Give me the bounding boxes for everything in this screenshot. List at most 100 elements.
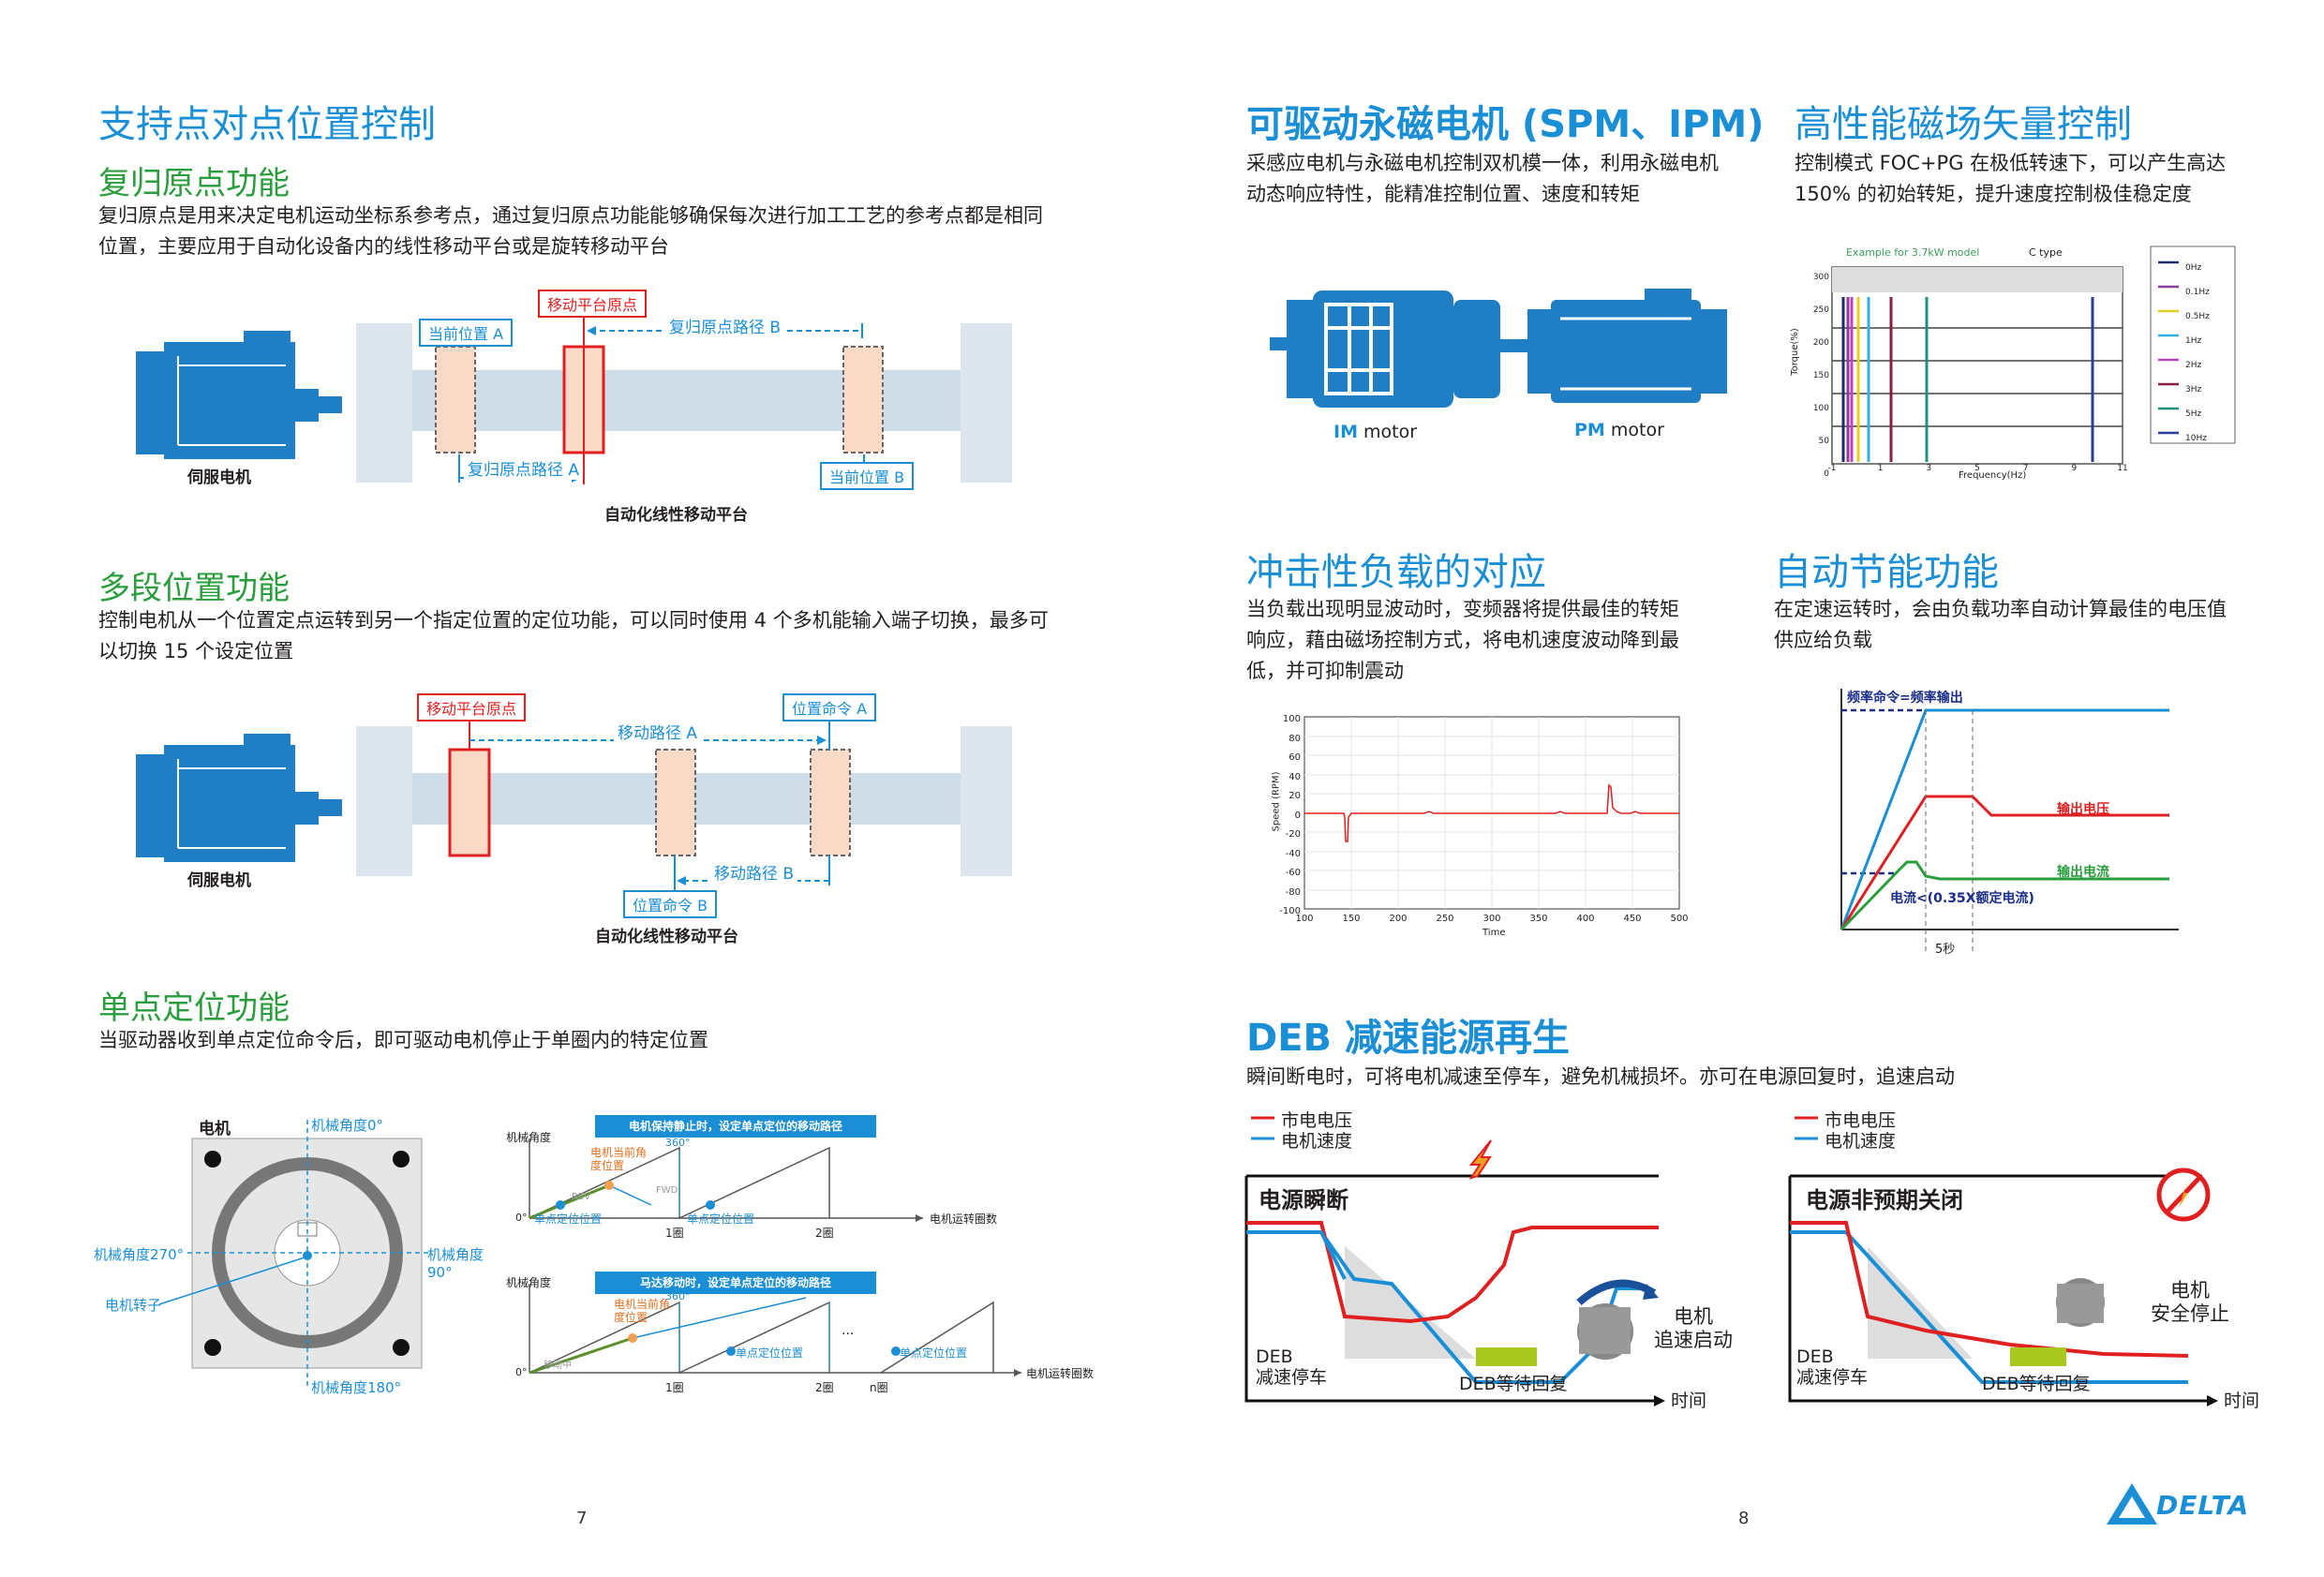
energy-diagram-graphic xyxy=(1840,689,2179,951)
deb-text: 瞬间断电时，可将电机减速至停车，避免机械损坏。亦可在电源回复时，追速启动 xyxy=(1246,1065,1955,1088)
deb-diagram-1: 市电电压 电机速度 电源瞬断 DEB 减速停车 DEB等待回复 时间 电机 追速… xyxy=(1242,1101,1743,1420)
deb2-wait-label: DEB等待回复 xyxy=(1982,1374,2091,1394)
torque-chart: Example for 3.7kW model C type Torque(%)… xyxy=(1790,239,2240,487)
tick-label: -60 xyxy=(1285,868,1301,878)
tick-label: 7 xyxy=(2022,464,2029,473)
graph1-ylabel: 机械角度 xyxy=(506,1131,552,1144)
deb2-title: 电源非预期关闭 xyxy=(1806,1187,1963,1213)
deb1-title: 电源瞬断 xyxy=(1259,1187,1348,1213)
tick-label: 50 xyxy=(1818,437,1829,446)
tick-label: 40 xyxy=(1289,771,1301,782)
tick-label: 450 xyxy=(1623,914,1642,924)
deb-title: DEB 减速能源再生 xyxy=(1246,1007,1570,1062)
tick-label: 150 xyxy=(1812,371,1829,380)
time-5s-label: 5秒 xyxy=(1935,943,1956,957)
tick-label: 200 xyxy=(1812,338,1829,348)
curr-note: 电流<(0.35X额定电流) xyxy=(1890,891,2034,906)
graph1-360: 360° xyxy=(665,1137,691,1149)
angle-90-label: 机械角度 90° xyxy=(427,1246,484,1281)
foc-text: 控制模式 FOC+PG 在极低转速下，可以产生高达150% 的初始转矩，提升速度… xyxy=(1795,152,2227,205)
graph1-single-pos-1: 单点定位位置 xyxy=(534,1213,603,1226)
graph1-xlabel: 电机运转圈数 xyxy=(930,1213,998,1226)
tick-label: 10Hz xyxy=(2185,434,2207,443)
homing-heading: 复归原点功能 xyxy=(98,165,290,202)
foc-title: 高性能磁场矢量控制 xyxy=(1795,103,2132,146)
tick-label: 400 xyxy=(1576,914,1595,924)
tick-label: 0 xyxy=(1824,469,1829,479)
multi-path-b-label: 移动路径 B xyxy=(710,860,798,884)
tick-label: 100 xyxy=(1812,404,1829,413)
deb1-legend-speed: 电机速度 xyxy=(1281,1131,1353,1152)
single-graphs-graphic xyxy=(529,1138,1021,1376)
graph1-rev: REV xyxy=(572,1192,591,1202)
pm-motors: IM motor PM motor xyxy=(1270,281,1738,450)
multi-heading: 多段位置功能 xyxy=(98,570,290,607)
graph1-title: 电机保持静止时，设定单点定位的移动路径 xyxy=(595,1115,876,1138)
graph1-single-pos-2: 单点定位位置 xyxy=(687,1213,755,1226)
homing-diagram: 当前位置 A 移动平台原点 复归原点路径 B 复归原点路径 A 当前位置 B 伺… xyxy=(131,286,1068,529)
tick-label: 80 xyxy=(1289,733,1301,744)
deb1-legend-voltage: 市电电压 xyxy=(1281,1110,1353,1131)
motors-graphic xyxy=(1270,289,1727,408)
tick-label: 350 xyxy=(1529,914,1548,924)
multi-origin-label: 移动平台原点 xyxy=(417,693,527,722)
graph1-turn1: 1圈 xyxy=(665,1227,684,1240)
tick-label: 3 xyxy=(1926,464,1932,473)
homing-path-b-label: 复归原点路径 B xyxy=(665,314,785,337)
homing-pos-a-label: 当前位置 A xyxy=(419,319,514,347)
im-motor-rest: motor xyxy=(1357,422,1418,442)
impact-title: 冲击性负载的对应 xyxy=(1246,551,1546,594)
deb-title-text: DEB 减速能源再生 xyxy=(1246,1017,1570,1060)
tick-label: 250 xyxy=(1812,305,1829,315)
delta-logo: DELTA xyxy=(2104,1480,2254,1527)
tick-label: 100 xyxy=(1282,714,1301,724)
tick-label: 500 xyxy=(1670,914,1689,924)
deb2-legend-voltage: 市电电压 xyxy=(1825,1110,1897,1131)
tick-label: 0 xyxy=(1294,810,1301,821)
motor-dial-graphic xyxy=(158,1120,431,1387)
deb2-time-label: 时间 xyxy=(2224,1391,2260,1411)
graph1-cur-angle: 电机当前角度位置 xyxy=(590,1146,648,1172)
deb1-wait-label: DEB等待回复 xyxy=(1459,1374,1568,1394)
graph2-turn1: 1圈 xyxy=(665,1381,684,1394)
torque-chart-note: Example for 3.7kW model xyxy=(1846,246,1980,259)
graph2-moving: 移动中 xyxy=(544,1361,572,1371)
tick-label: 300 xyxy=(1482,914,1501,924)
tick-label: 5 xyxy=(1974,464,1980,473)
page-title-left: 支持点对点位置控制 xyxy=(98,103,436,146)
homing-path-a-label: 复归原点路径 A xyxy=(464,456,584,480)
delta-triangle-icon xyxy=(2107,1483,2157,1525)
graph1-zero: 0° xyxy=(515,1212,528,1224)
tick-label: 5Hz xyxy=(2185,409,2202,419)
homing-motor-label: 伺服电机 xyxy=(187,469,251,487)
angle-270-label: 机械角度270° xyxy=(94,1246,185,1263)
multi-diagram-graphic xyxy=(136,717,1012,890)
angle-180-label: 机械角度180° xyxy=(311,1379,402,1396)
pm-motor-label: PM motor xyxy=(1574,420,1664,440)
tick-label: 3Hz xyxy=(2185,385,2202,394)
graph1-turn2: 2圈 xyxy=(815,1227,834,1240)
tick-label: 1 xyxy=(1877,464,1884,473)
graph2-single-pos-2: 单点定位位置 xyxy=(900,1346,968,1360)
deb2-safe-stop-label: 电机 安全停止 xyxy=(2151,1279,2229,1325)
deb1-stop-label: DEB 减速停车 xyxy=(1256,1346,1328,1388)
graph2-turn2: 2圈 xyxy=(815,1381,834,1394)
graph2-turnn: n圈 xyxy=(870,1381,888,1394)
energy-text: 在定速运转时，会由负载功率自动计算最佳的电压值供应给负载 xyxy=(1774,598,2227,651)
multi-diagram: 移动平台原点 移动路径 A 位置命令 A 移动路径 B 位置命令 B 伺服电机 … xyxy=(131,689,1068,951)
multi-motor-label: 伺服电机 xyxy=(187,871,251,890)
multi-platform-label: 自动化线性移动平台 xyxy=(595,928,738,946)
angle-0-label: 机械角度0° xyxy=(311,1117,384,1134)
rotor-label: 电机转子 xyxy=(105,1297,162,1314)
tick-label: -100 xyxy=(1279,906,1301,916)
graph1-fwd: FWD xyxy=(656,1185,678,1196)
tick-label: 300 xyxy=(1812,273,1829,282)
deb1-restart-label: 电机 追速启动 xyxy=(1654,1305,1733,1351)
torque-chart-graphic xyxy=(1831,245,2236,465)
homing-text: 复归原点是用来决定电机运动坐标系参考点，通过复归原点功能能够确保每次进行加工工艺… xyxy=(98,204,1043,258)
tick-label: -40 xyxy=(1285,848,1301,859)
torque-ylabel: Torque(%) xyxy=(1789,328,1800,376)
freq-label: 频率命令=频率输出 xyxy=(1847,691,1963,706)
